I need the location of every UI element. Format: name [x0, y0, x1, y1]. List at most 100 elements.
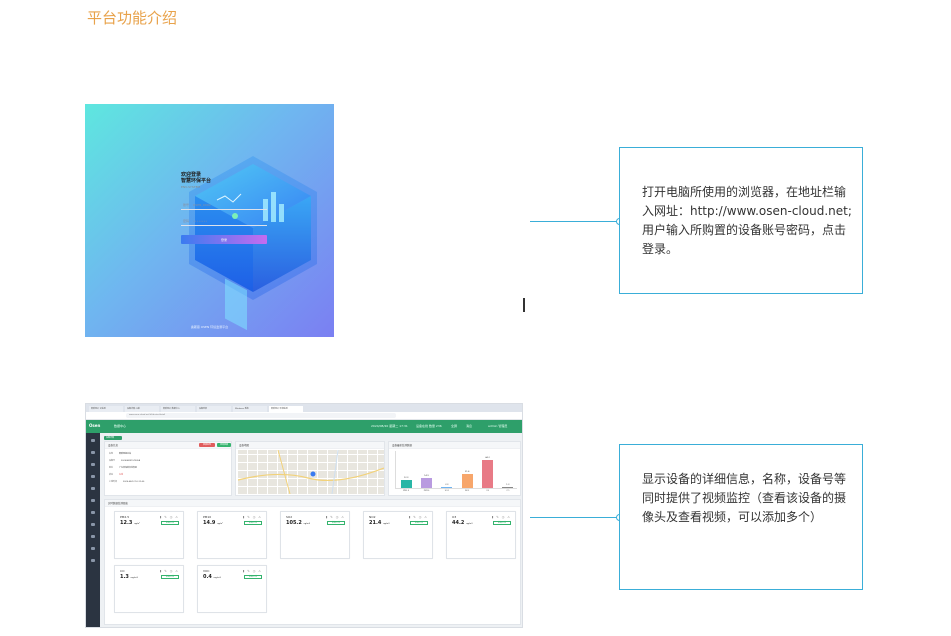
sensor-tool-icons[interactable]: ▮ ✎ ◷ ⚠: [159, 569, 179, 573]
nav-fullscreen[interactable]: 全屏: [451, 424, 458, 428]
callout-detail: 显示设备的详细信息，名称，设备号等同时提供了视频监控（查看该设备的摄像头及查看视…: [619, 444, 863, 590]
sidebar-user-icon[interactable]: [91, 523, 95, 526]
main-content: 设备详情 设备信息 视频监控 添加视频 名称 奥斯恩扬尘站 设备号 20200823…: [102, 435, 522, 627]
sensor-tool-icons[interactable]: ▮ ✎ ◷ ⚠: [242, 569, 262, 573]
sensor-value: 105.2 ug/m3: [286, 520, 311, 526]
sensor-status-badge: 数据正常: [327, 521, 345, 525]
password-label: 密码: [183, 218, 190, 223]
status-badge: 在线: [119, 474, 124, 476]
browser-tabs: 奥斯恩云 云监测 设备详情 心跳 奥斯恩云 数据中心 设备列表 Windows …: [86, 404, 522, 412]
sidebar-map-icon[interactable]: [91, 463, 95, 466]
video-monitor-button[interactable]: 视频监控: [199, 443, 215, 447]
sidebar-home-icon[interactable]: [91, 439, 95, 442]
info-label: 名称: [109, 453, 114, 455]
sensor-tool-icons[interactable]: ▮ ✎ ◷ ⚠: [325, 515, 345, 519]
info-value: 202008231573058: [121, 460, 141, 462]
nav-data-center[interactable]: 数据中心: [114, 424, 127, 428]
dashboard-screenshot: 奥斯恩云 云监测 设备详情 心跳 奥斯恩云 数据中心 设备列表 Windows …: [85, 403, 523, 628]
sensor-tool-icons[interactable]: ▮ ✎ ◷ ⚠: [242, 515, 262, 519]
device-info-title: 设备信息: [105, 442, 231, 449]
url-input[interactable]: www.osen-cloud.net/#/device/detail: [126, 413, 396, 418]
chart-value-label: 1.3: [506, 484, 510, 486]
account-field[interactable]: 账号 OSEN_0000: [181, 200, 267, 210]
map-panel: 设备地图: [235, 441, 385, 496]
device-info-panel: 设备信息 视频监控 添加视频 名称 奥斯恩扬尘站 设备号 2020082315730…: [104, 441, 232, 496]
chart-bar: [400, 480, 412, 488]
sensor-status-badge: 数据正常: [493, 521, 511, 525]
login-welcome: 欢迎登录 智慧环保平台: [181, 172, 211, 184]
sidebar-help-icon[interactable]: [91, 559, 95, 562]
chart-value-label: 12.3: [403, 477, 409, 480]
sensor-tool-icons[interactable]: ▮ ✎ ◷ ⚠: [159, 515, 179, 519]
breadcrumb[interactable]: 设备详情: [104, 436, 122, 440]
sensor-tool-icons[interactable]: ▮ ✎ ◷ ⚠: [408, 515, 428, 519]
chart-bar: [502, 487, 514, 488]
chart-category-label: CO: [506, 490, 510, 492]
sensor-status-badge: 数据正常: [161, 575, 179, 579]
info-value: 奥斯恩扬尘站: [119, 453, 132, 455]
info-label: 设备号: [109, 460, 116, 462]
map-pin-icon: [310, 471, 316, 477]
sidebar-alarm-icon[interactable]: [91, 487, 95, 490]
chart-value-label: 2.3: [445, 483, 449, 486]
sidebar-video-icon[interactable]: [91, 499, 95, 502]
info-value: 2020-08-12 10:11:00: [123, 481, 145, 483]
sensor-value: 14.9 ug/m³: [203, 520, 224, 526]
browser-tab[interactable]: 设备列表: [197, 406, 231, 412]
text-cursor: [523, 298, 525, 312]
nav-datetime: 2024/08/20 星期二 17:31: [371, 424, 408, 428]
sensor-name: SO2: [286, 515, 293, 519]
login-button[interactable]: 登录: [181, 235, 267, 244]
page-title: 平台功能介绍: [87, 9, 178, 27]
info-label: 地址: [109, 467, 114, 469]
isometric-illustration: [189, 156, 317, 331]
address-bar: www.osen-cloud.net/#/device/detail: [86, 412, 522, 420]
sidebar-log-icon[interactable]: [91, 547, 95, 550]
nav-messages[interactable]: 消息: [466, 424, 473, 428]
chart-category-label: PM10: [423, 490, 430, 492]
device-map[interactable]: [238, 450, 384, 494]
password-value: ••••••••: [193, 218, 208, 223]
browser-tab[interactable]: 奥斯恩云 云监测: [89, 406, 123, 412]
sidebar-settings-icon[interactable]: [91, 535, 95, 538]
chart-value-label: 14.9: [424, 475, 429, 478]
sensor-value: 44.2 ug/m3: [452, 520, 473, 526]
welcome-text: 欢迎登录: [181, 172, 202, 178]
sidebar-device-icon[interactable]: [91, 451, 95, 454]
browser-tab[interactable]: Windows 系统: [233, 406, 267, 412]
sensor-name: PM10: [203, 515, 212, 519]
info-value: 广东省深圳市宝安区: [119, 467, 138, 469]
browser-tab[interactable]: 设备详情 心跳: [125, 406, 159, 412]
browser-tab[interactable]: 奥斯恩云 数据中心: [161, 406, 195, 412]
sensor-value: 12.3 ug/m³: [120, 520, 141, 526]
browser-tab-active[interactable]: 奥斯恩云 环境监测: [269, 406, 303, 412]
info-label: 上线时间: [109, 481, 118, 483]
top-nav: Osen 数据中心 2024/08/20 星期二 17:31 设备在线 数量 2…: [86, 420, 522, 433]
callout-login: 打开电脑所使用的浏览器，在地址栏输入网址：http://www.osen-clo…: [619, 147, 863, 294]
nav-user[interactable]: admin 管理员: [488, 424, 508, 428]
login-panel: [334, 104, 423, 337]
sensor-name: PM2.5: [120, 515, 130, 519]
sidebar-chart-icon[interactable]: [91, 475, 95, 478]
sensor-name: O3: [452, 515, 457, 519]
nav-online-count: 设备在线 数量 236: [416, 424, 442, 428]
chart-category-label: PM2.5: [403, 490, 410, 492]
platform-name: 智慧环保平台: [181, 178, 212, 184]
sidebar-report-icon[interactable]: [91, 511, 95, 514]
sensor-tool-icons[interactable]: ▮ ✎ ◷ ⚠: [491, 515, 511, 519]
sensor-name: NO2: [369, 515, 376, 519]
login-screenshot: 奥斯恩 OSEN 环境监测平台 欢迎登录 智慧环保平台 ENV-SYSTEM 账…: [85, 104, 423, 337]
login-hero: 奥斯恩 OSEN 环境监测平台: [85, 104, 334, 337]
add-video-button[interactable]: 添加视频: [217, 443, 231, 447]
password-field[interactable]: 密码 ••••••••: [181, 216, 267, 226]
chart-category-label: NO2: [464, 490, 470, 492]
